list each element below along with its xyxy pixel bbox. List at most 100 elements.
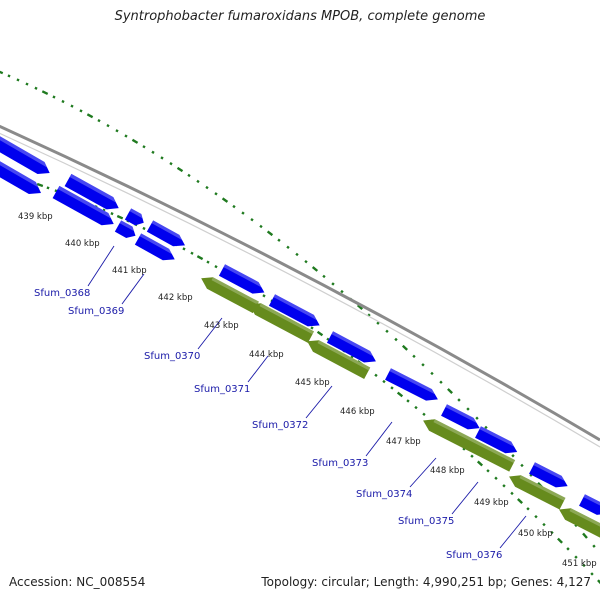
gene-label-link[interactable]: Sfum_0372 <box>252 420 308 431</box>
forward-gene-arrow[interactable] <box>146 220 188 251</box>
kbp-tick-label: 446 kbp <box>340 407 375 417</box>
outer-ruler-tick <box>124 134 128 138</box>
gene-label-link[interactable]: Sfum_0371 <box>194 384 250 395</box>
forward-gene-arrow-highlight <box>129 208 143 219</box>
outer-ruler-tick <box>286 245 290 249</box>
forward-gene-arrow[interactable] <box>0 135 53 179</box>
outer-ruler-tick <box>511 454 515 458</box>
outer-ruler-tick <box>439 380 443 384</box>
reverse-gene-arrow[interactable] <box>420 415 516 472</box>
outer-ruler-tick <box>241 211 245 215</box>
forward-gene-arrow[interactable] <box>52 185 118 230</box>
inner-ruler-tick <box>374 373 378 377</box>
inner-ruler-tick <box>597 579 600 586</box>
label-leader-lines <box>87 245 527 549</box>
forward-gene-arrow[interactable] <box>114 220 139 241</box>
reverse-gene-arrow[interactable] <box>506 471 566 510</box>
reverse-gene-highlight <box>317 340 371 371</box>
topology-summary: Topology: circular; Length: 4,990,251 bp… <box>261 575 591 589</box>
outer-ruler-tick <box>16 78 20 82</box>
label-leader-line <box>247 355 269 383</box>
outer-ruler <box>0 69 596 548</box>
gene-label-link[interactable]: Sfum_0368 <box>34 288 90 299</box>
inner-ruler-tick <box>422 412 426 416</box>
inner-ruler-tick <box>470 454 474 458</box>
reverse-gene-arrow[interactable] <box>304 336 371 379</box>
reverse-gene-highlight <box>433 419 516 463</box>
outer-ruler-tick <box>214 192 218 196</box>
gene-label-link[interactable]: Sfum_0376 <box>446 550 502 561</box>
kbp-tick-label: 440 kbp <box>65 239 100 249</box>
forward-gene-arrow[interactable] <box>124 208 147 228</box>
label-leader-line <box>197 317 223 350</box>
outer-ruler-tick <box>466 407 470 411</box>
outer-ruler-tick <box>385 329 389 333</box>
gene-label-link[interactable]: Sfum_0375 <box>398 516 454 527</box>
label-leader-line <box>121 273 145 305</box>
outer-ruler-tick <box>115 129 119 133</box>
outer-ruler-tick <box>131 138 139 144</box>
outer-ruler-tick <box>520 463 524 468</box>
inner-ruler-tick <box>582 563 586 568</box>
reverse-gene-arrow[interactable] <box>556 504 600 538</box>
forward-gene-arrow[interactable] <box>475 426 520 458</box>
inner-ruler-tick <box>414 405 418 410</box>
forward-gene-arrow-highlight <box>151 220 183 241</box>
inner-ruler-tick <box>46 186 50 190</box>
accession-text: Accession: NC_008554 <box>9 575 146 589</box>
outer-ruler-tick <box>97 119 101 123</box>
outer-ruler-tick <box>79 109 83 113</box>
outer-ruler-tick <box>266 230 274 237</box>
outer-ruler-tick <box>475 416 479 420</box>
inner-ruler-tick <box>110 212 114 216</box>
outer-ruler-tick <box>322 274 326 279</box>
gene-label-link[interactable]: Sfum_0373 <box>312 458 368 469</box>
kbp-tick-label: 449 kbp <box>474 498 509 508</box>
reverse-gene-arrow[interactable] <box>246 299 315 343</box>
outer-ruler-tick <box>447 388 453 395</box>
kbp-tick-label: 448 kbp <box>430 466 465 476</box>
gene-label-link[interactable]: Sfum_0369 <box>68 306 124 317</box>
forward-gene-arrow[interactable] <box>385 368 441 405</box>
reverse-gene-highlight <box>569 508 600 530</box>
outer-ruler-tick <box>41 90 49 95</box>
outer-ruler-tick <box>151 150 155 154</box>
outer-ruler-tick <box>304 259 308 264</box>
label-leader-line <box>305 385 333 419</box>
label-leader-line <box>499 515 527 549</box>
forward-gene-arrow[interactable] <box>218 264 267 298</box>
forward-gene-arrow[interactable] <box>0 160 45 199</box>
forward-gene-arrow[interactable] <box>134 233 178 265</box>
outer-ruler-tick <box>196 179 200 184</box>
reverse-strand-genes <box>198 273 600 538</box>
inner-ruler-tick <box>382 379 386 384</box>
outer-ruler-tick <box>176 166 184 173</box>
forward-gene-arrow[interactable] <box>529 462 571 492</box>
forward-gene-arrow[interactable] <box>579 494 600 519</box>
inner-ruler-tick <box>406 399 410 403</box>
forward-gene-arrow[interactable] <box>441 404 483 434</box>
forward-gene-arrow[interactable] <box>64 173 123 214</box>
outer-ruler-tick <box>295 252 299 257</box>
forward-gene-arrow[interactable] <box>268 294 323 331</box>
reverse-gene-highlight <box>211 277 259 305</box>
inner-ruler-tick <box>262 294 266 298</box>
forward-gene-arrow-highlight <box>273 294 317 321</box>
inner-ruler-tick <box>574 555 578 559</box>
inner-ruler-tick <box>590 572 594 576</box>
gene-label-link[interactable]: Sfum_0374 <box>356 489 412 500</box>
forward-gene-arrow-highlight <box>533 462 565 481</box>
outer-ruler-tick <box>86 113 94 119</box>
inner-ruler-tick <box>502 484 506 488</box>
forward-gene-arrow[interactable] <box>326 331 379 367</box>
outer-ruler-tick <box>142 145 146 149</box>
kbp-tick-label: 444 kbp <box>249 350 284 360</box>
reverse-gene-arrow[interactable] <box>198 273 259 314</box>
outer-ruler-tick <box>205 185 209 190</box>
kbp-tick-label: 447 kbp <box>386 437 421 447</box>
gene-label-link[interactable]: Sfum_0370 <box>144 351 200 362</box>
gene-labels: Sfum_0368Sfum_0369Sfum_0370Sfum_0371Sfum… <box>34 288 502 561</box>
kbp-tick-label: 442 kbp <box>158 293 193 303</box>
